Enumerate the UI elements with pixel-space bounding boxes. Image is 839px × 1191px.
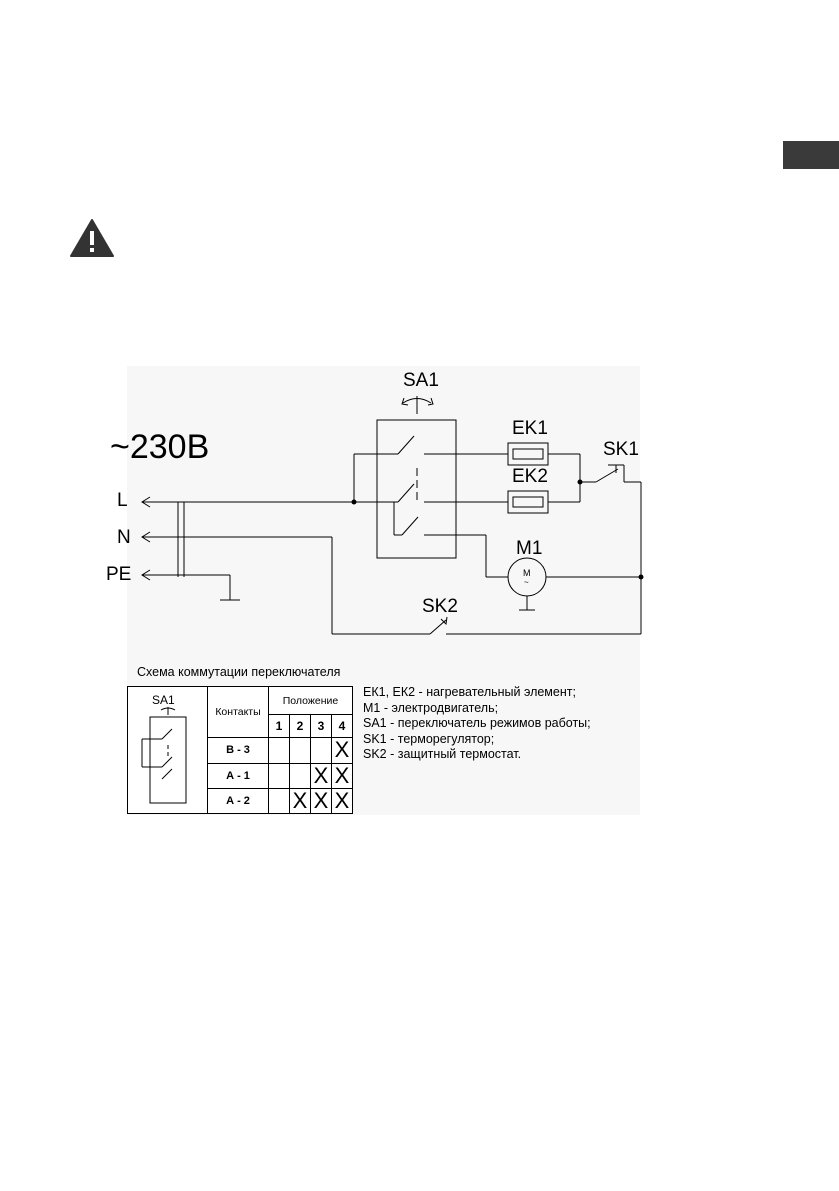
contacts-header: Контакты bbox=[207, 685, 269, 739]
contact-label: А - 1 bbox=[207, 762, 269, 789]
position-mark bbox=[268, 787, 290, 815]
contact-label: А - 2 bbox=[207, 787, 269, 815]
position-1: 1 bbox=[268, 714, 290, 739]
position-mark bbox=[268, 762, 290, 789]
position-2: 2 bbox=[289, 714, 311, 739]
legend-item: SK2 - защитный термостат. bbox=[363, 747, 522, 761]
m1-label: M1 bbox=[516, 538, 543, 559]
position-mark bbox=[268, 737, 290, 764]
position-mark: X bbox=[331, 737, 353, 764]
switch-symbol-cell: SA1 bbox=[127, 686, 208, 814]
sk2-label: SK2 bbox=[422, 596, 458, 617]
motor-symbol: M bbox=[523, 568, 531, 578]
table-row: В - 3 X bbox=[128, 737, 353, 764]
table-row: А - 2 X X X bbox=[128, 787, 353, 815]
sa1-label: SA1 bbox=[403, 370, 439, 391]
position-mark: X bbox=[331, 762, 353, 789]
position-4: 4 bbox=[331, 714, 353, 739]
line-l-label: L bbox=[117, 490, 128, 511]
position-3: 3 bbox=[310, 714, 332, 739]
line-pe-label: PE bbox=[106, 564, 132, 585]
position-mark bbox=[289, 737, 311, 764]
warning-triangle-icon bbox=[70, 219, 114, 257]
motor-tilde: ~ bbox=[524, 578, 529, 587]
legend: ЕК1, ЕК2 - нагревательный элемент; М1 - … bbox=[363, 685, 591, 763]
position-mark: X bbox=[310, 762, 332, 789]
switch-table-caption: Схема коммутации переключателя bbox=[137, 665, 341, 679]
legend-item: М1 - электродвигатель; bbox=[363, 700, 499, 715]
legend-item: ЕК1, ЕК2 - нагревательный элемент; bbox=[363, 685, 576, 699]
sk1-label: SK1 bbox=[603, 439, 639, 460]
table-row: А - 1 X X bbox=[128, 762, 353, 789]
position-mark: X bbox=[310, 787, 332, 815]
ek2-label: EK2 bbox=[512, 466, 548, 487]
language-tab bbox=[783, 141, 839, 169]
position-mark: X bbox=[289, 787, 311, 815]
voltage-label: ~230В bbox=[110, 428, 210, 466]
position-mark bbox=[310, 737, 332, 764]
legend-item: SA1 - переключатель режимов работы; bbox=[363, 716, 591, 730]
position-header: Положение bbox=[268, 685, 353, 716]
position-mark bbox=[289, 762, 311, 789]
switch-symbol-icon bbox=[141, 707, 187, 804]
switch-table: SA1 Контакты Положение 1 2 bbox=[127, 685, 353, 815]
contact-label: В - 3 bbox=[207, 737, 269, 764]
line-n-label: N bbox=[117, 527, 131, 548]
legend-item: SK1 - терморегулятор; bbox=[363, 731, 495, 746]
ek1-label: EK1 bbox=[512, 418, 548, 439]
switch-symbol-label: SA1 bbox=[152, 693, 175, 707]
position-mark: X bbox=[331, 787, 353, 815]
